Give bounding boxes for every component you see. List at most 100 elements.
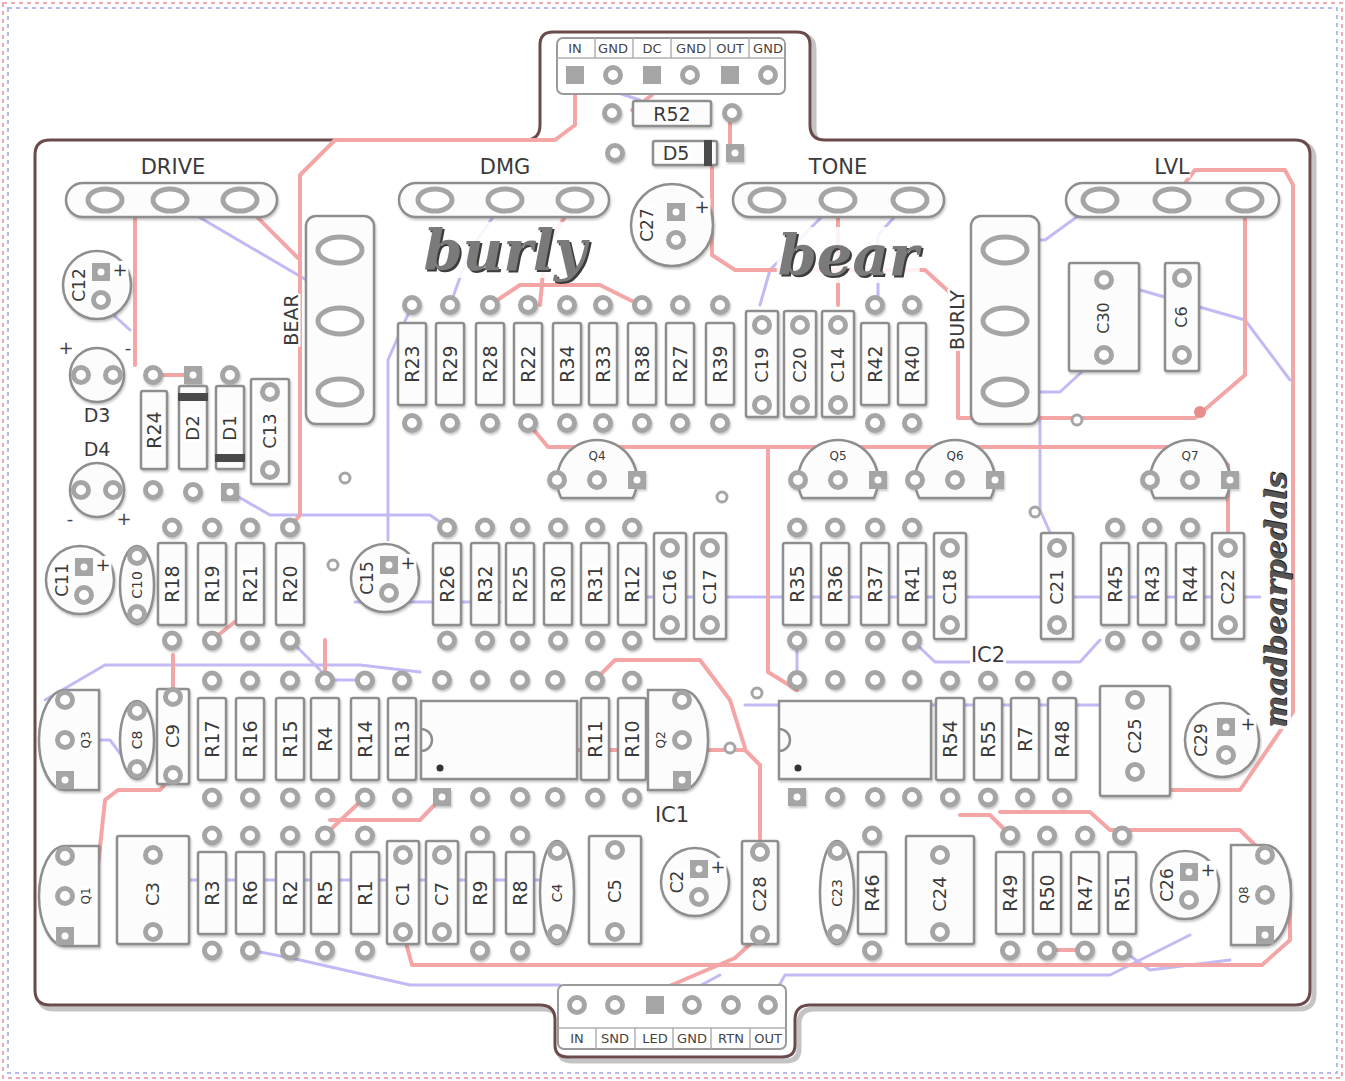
component-outline bbox=[1176, 543, 1204, 625]
component-outline bbox=[120, 701, 154, 779]
pad-group bbox=[1217, 718, 1235, 763]
pad-group bbox=[750, 189, 927, 211]
component-outline bbox=[476, 323, 504, 405]
resistor-body: R24 bbox=[140, 390, 168, 470]
solder-pad bbox=[243, 673, 258, 688]
solder-pad bbox=[608, 843, 623, 858]
pin-name: OUT bbox=[715, 42, 745, 55]
component-outline bbox=[276, 698, 304, 780]
pad-group bbox=[74, 483, 121, 498]
solder-pad bbox=[943, 618, 958, 633]
part-label: R24 bbox=[145, 410, 164, 449]
solder-pad bbox=[435, 925, 450, 940]
solder-pad bbox=[478, 520, 493, 535]
solder-pad bbox=[165, 633, 180, 648]
component-outline bbox=[399, 183, 609, 217]
solder-pad bbox=[761, 998, 776, 1013]
solder-pad bbox=[606, 68, 621, 83]
solder-pad bbox=[1108, 520, 1123, 535]
part-label: C29 bbox=[1193, 722, 1210, 758]
polarity-mark: + bbox=[709, 858, 726, 876]
pad-hole bbox=[190, 372, 197, 379]
solder-pad bbox=[223, 368, 238, 383]
part-label: BURLY bbox=[948, 289, 967, 351]
resistor-body: R11 bbox=[580, 697, 610, 781]
part-label: C19 bbox=[753, 346, 771, 383]
pad-hole bbox=[732, 150, 739, 157]
solder-pad bbox=[396, 848, 411, 863]
pad-group bbox=[130, 704, 145, 777]
part-label: C1 bbox=[394, 880, 412, 906]
pad-group bbox=[88, 189, 257, 211]
pad-group bbox=[667, 203, 685, 248]
solder-pad bbox=[435, 673, 450, 688]
resistor-body: R32 bbox=[470, 542, 500, 626]
solder-pad bbox=[713, 298, 728, 313]
capacitor-body: C30 bbox=[1068, 262, 1140, 372]
resistor-body: R6 bbox=[235, 851, 265, 935]
solder-pad bbox=[153, 189, 187, 211]
part-label: R14 bbox=[356, 719, 375, 758]
solder-pad bbox=[94, 293, 109, 308]
component-outline bbox=[1066, 183, 1279, 217]
solder-pad bbox=[726, 144, 744, 162]
component-shape bbox=[69, 347, 125, 403]
transistor: Q3 bbox=[39, 690, 99, 790]
solder-pad bbox=[588, 673, 603, 688]
cathode-band bbox=[178, 393, 208, 401]
component-outline bbox=[236, 852, 264, 934]
part-label: C28 bbox=[751, 875, 769, 912]
solder-pad bbox=[905, 520, 920, 535]
pin1-dot bbox=[437, 765, 444, 772]
part-label: BEAR bbox=[282, 293, 301, 346]
led-body: D3 bbox=[69, 347, 125, 403]
component-outline bbox=[388, 698, 416, 780]
solder-pad bbox=[1155, 189, 1189, 211]
solder-pad bbox=[790, 520, 805, 535]
component-outline bbox=[633, 101, 711, 126]
solder-pad bbox=[868, 633, 883, 648]
solder-pad bbox=[58, 693, 73, 708]
resistor-body: R21 bbox=[235, 542, 265, 626]
pad-group bbox=[550, 844, 565, 942]
header-outline bbox=[557, 38, 785, 94]
solder-pad bbox=[58, 733, 73, 748]
solder-pad bbox=[146, 848, 161, 863]
resistor-body: R48 bbox=[1047, 697, 1077, 781]
solder-pad bbox=[58, 889, 73, 904]
part-label: R43 bbox=[1143, 564, 1162, 603]
resistor-body: R14 bbox=[350, 697, 380, 781]
part-label: C7 bbox=[433, 880, 451, 906]
component-outline bbox=[506, 852, 534, 934]
solder-pad bbox=[550, 927, 565, 942]
component-outline bbox=[936, 698, 964, 780]
solder-pad bbox=[625, 633, 640, 648]
resistor-body: R25 bbox=[505, 542, 535, 626]
component-outline bbox=[1138, 543, 1166, 625]
part-label: R32 bbox=[476, 564, 495, 603]
solder-pad bbox=[868, 298, 883, 313]
solder-pad bbox=[130, 549, 145, 564]
ceramic-capacitor: C10 bbox=[119, 545, 155, 625]
solder-pad bbox=[130, 607, 145, 622]
solder-pad bbox=[1078, 943, 1093, 958]
polarity-mark: - bbox=[66, 510, 75, 528]
pad-hole bbox=[386, 562, 393, 569]
pad-group bbox=[56, 849, 74, 946]
part-label: R44 bbox=[1181, 564, 1200, 603]
component-outline bbox=[1100, 686, 1170, 796]
pin-name: IN bbox=[569, 1032, 585, 1045]
solder-pad bbox=[483, 416, 498, 431]
solder-pad bbox=[433, 788, 451, 806]
part-label: R27 bbox=[671, 344, 690, 383]
part-label: R11 bbox=[586, 719, 605, 758]
component-outline bbox=[70, 348, 124, 402]
solder-pad bbox=[548, 673, 563, 688]
potentiometer: LVL bbox=[1065, 182, 1280, 218]
solder-pad bbox=[983, 379, 1027, 405]
solder-pad bbox=[205, 828, 220, 843]
solder-pad bbox=[675, 733, 690, 748]
ceramic-capacitor: C4 bbox=[539, 840, 575, 945]
solder-pad bbox=[721, 66, 739, 84]
solder-pad bbox=[643, 66, 661, 84]
